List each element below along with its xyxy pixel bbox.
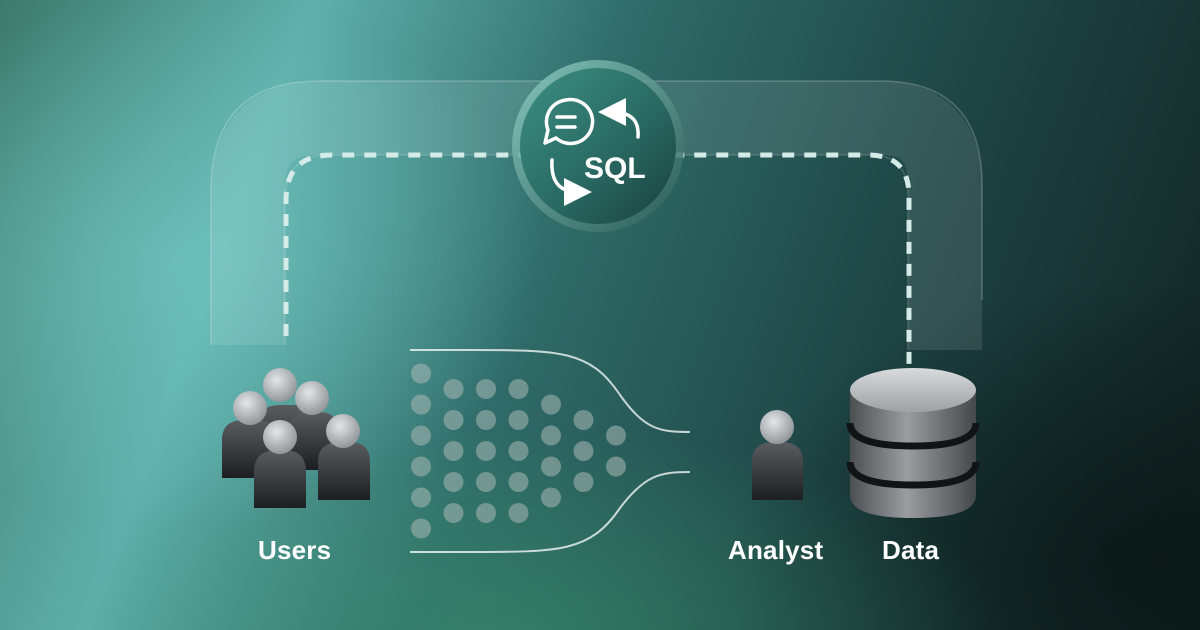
- users-label: Users: [258, 535, 332, 565]
- person-icon: [318, 414, 370, 500]
- funnel-outline-top: [410, 349, 691, 433]
- funnel-dot: [443, 379, 464, 399]
- funnel-dot: [411, 363, 431, 384]
- sql-label: SQL: [584, 152, 646, 185]
- funnel-dot: [411, 425, 431, 446]
- dashed-connector-line: [283, 152, 912, 365]
- analyst-icon: [752, 410, 803, 500]
- funnel-dot: [411, 456, 431, 477]
- database-icon: [846, 368, 980, 518]
- funnel-dots: [411, 363, 626, 539]
- data-label: Data: [882, 535, 940, 565]
- funnel-dot: [411, 394, 431, 415]
- funnel-dot: [508, 379, 529, 399]
- chat-bubble-icon: [543, 97, 595, 146]
- funnel-dot: [443, 441, 464, 461]
- funnel-dot: [411, 518, 431, 539]
- person-icon: [254, 420, 306, 508]
- funnel-outline-bottom: [410, 471, 691, 553]
- funnel-dot: [606, 425, 626, 446]
- funnel-dot: [476, 410, 496, 430]
- analyst-label: Analyst: [728, 535, 824, 565]
- users-group-icon: [222, 368, 370, 508]
- funnel-dot: [476, 441, 496, 461]
- funnel-dot: [508, 472, 529, 492]
- funnel-dot: [476, 379, 496, 399]
- funnel-dot: [606, 456, 626, 477]
- curved-arrow-icon: [598, 98, 640, 139]
- funnel-dot: [541, 394, 561, 415]
- funnel-dot: [573, 410, 594, 430]
- funnel-dot: [541, 456, 561, 477]
- funnel-dot: [443, 503, 464, 523]
- funnel-dot: [476, 472, 496, 492]
- funnel-dot: [541, 487, 561, 508]
- funnel-dot: [573, 441, 594, 461]
- funnel-dot: [508, 410, 529, 430]
- funnel-dot: [541, 425, 561, 446]
- funnel-dot: [443, 472, 464, 492]
- funnel-dot: [411, 487, 431, 508]
- funnel-dot: [573, 472, 594, 492]
- funnel-dot: [443, 410, 464, 430]
- funnel-dot: [476, 503, 496, 523]
- curved-arrow-icon: [550, 158, 592, 206]
- funnel-dot: [508, 441, 529, 461]
- sql-hub: [512, 60, 684, 232]
- funnel-dot: [508, 503, 529, 523]
